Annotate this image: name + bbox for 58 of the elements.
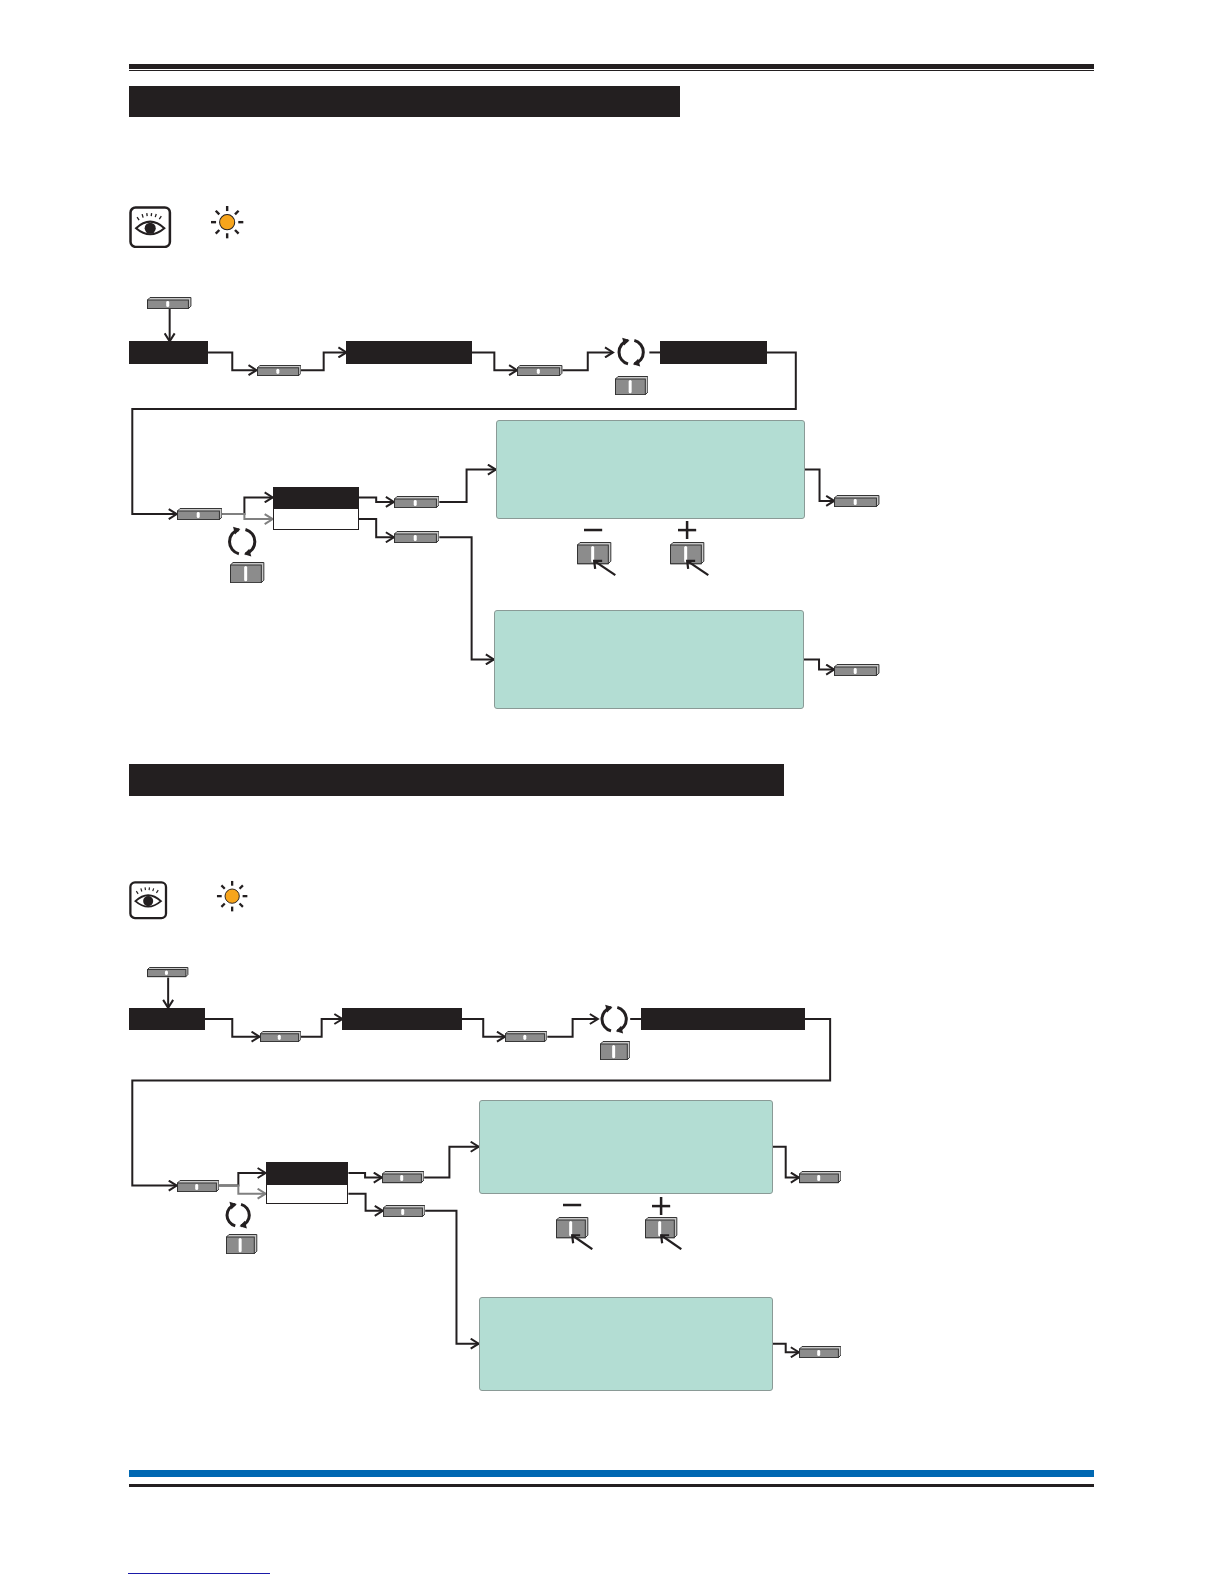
arrow bbox=[438, 536, 495, 666]
arrow bbox=[438, 463, 497, 503]
arrow bbox=[802, 658, 836, 676]
key-icon bbox=[147, 967, 189, 978]
arrow bbox=[347, 1171, 383, 1184]
arrow bbox=[162, 976, 175, 1009]
key-icon bbox=[798, 1171, 842, 1184]
arrow bbox=[221, 513, 274, 526]
arrow bbox=[347, 1192, 384, 1217]
arrow bbox=[299, 1013, 344, 1038]
display-bar bbox=[265, 1162, 349, 1184]
key-icon bbox=[504, 1031, 548, 1043]
arrow bbox=[470, 351, 519, 377]
key-icon bbox=[393, 495, 440, 508]
arrow bbox=[131, 1018, 832, 1192]
display-bar bbox=[641, 1007, 805, 1031]
key-icon bbox=[393, 531, 440, 544]
arrow bbox=[299, 346, 348, 372]
arrow bbox=[460, 1018, 506, 1043]
display-bar bbox=[129, 341, 209, 364]
display-bar bbox=[129, 764, 784, 796]
display-bar bbox=[346, 341, 472, 364]
arrow bbox=[423, 1140, 480, 1179]
arrow bbox=[803, 468, 836, 507]
display-panel bbox=[493, 609, 804, 709]
key-icon bbox=[381, 1171, 425, 1184]
display-panel bbox=[495, 420, 805, 520]
display-bar bbox=[129, 1007, 205, 1031]
key-icon bbox=[798, 1346, 842, 1359]
display-bar bbox=[272, 486, 359, 508]
key-icon bbox=[834, 663, 880, 676]
key-icon bbox=[176, 507, 223, 521]
arrow bbox=[424, 1209, 480, 1350]
arrow bbox=[771, 1342, 800, 1359]
display-bar bbox=[129, 85, 680, 118]
arrow bbox=[207, 351, 258, 377]
arrow bbox=[771, 1145, 800, 1184]
key-icon bbox=[259, 1031, 301, 1043]
key-icon bbox=[256, 364, 301, 376]
arrow bbox=[131, 351, 797, 521]
display-panel bbox=[478, 1296, 773, 1391]
display-bar bbox=[342, 1007, 462, 1031]
arrow bbox=[204, 1018, 261, 1043]
display-bar bbox=[272, 507, 359, 531]
key-icon bbox=[834, 494, 880, 507]
key-icon bbox=[147, 296, 192, 309]
arrow bbox=[357, 495, 395, 508]
key-icon bbox=[382, 1204, 426, 1217]
key-icon bbox=[517, 364, 563, 376]
arrow bbox=[561, 346, 614, 372]
arrow bbox=[546, 1013, 599, 1038]
arrow bbox=[218, 1184, 267, 1200]
display-bar bbox=[265, 1183, 349, 1204]
display-panel bbox=[478, 1099, 773, 1194]
arrow bbox=[357, 518, 395, 544]
arrow bbox=[163, 308, 176, 343]
key-icon bbox=[176, 1179, 220, 1192]
display-bar bbox=[660, 341, 767, 364]
